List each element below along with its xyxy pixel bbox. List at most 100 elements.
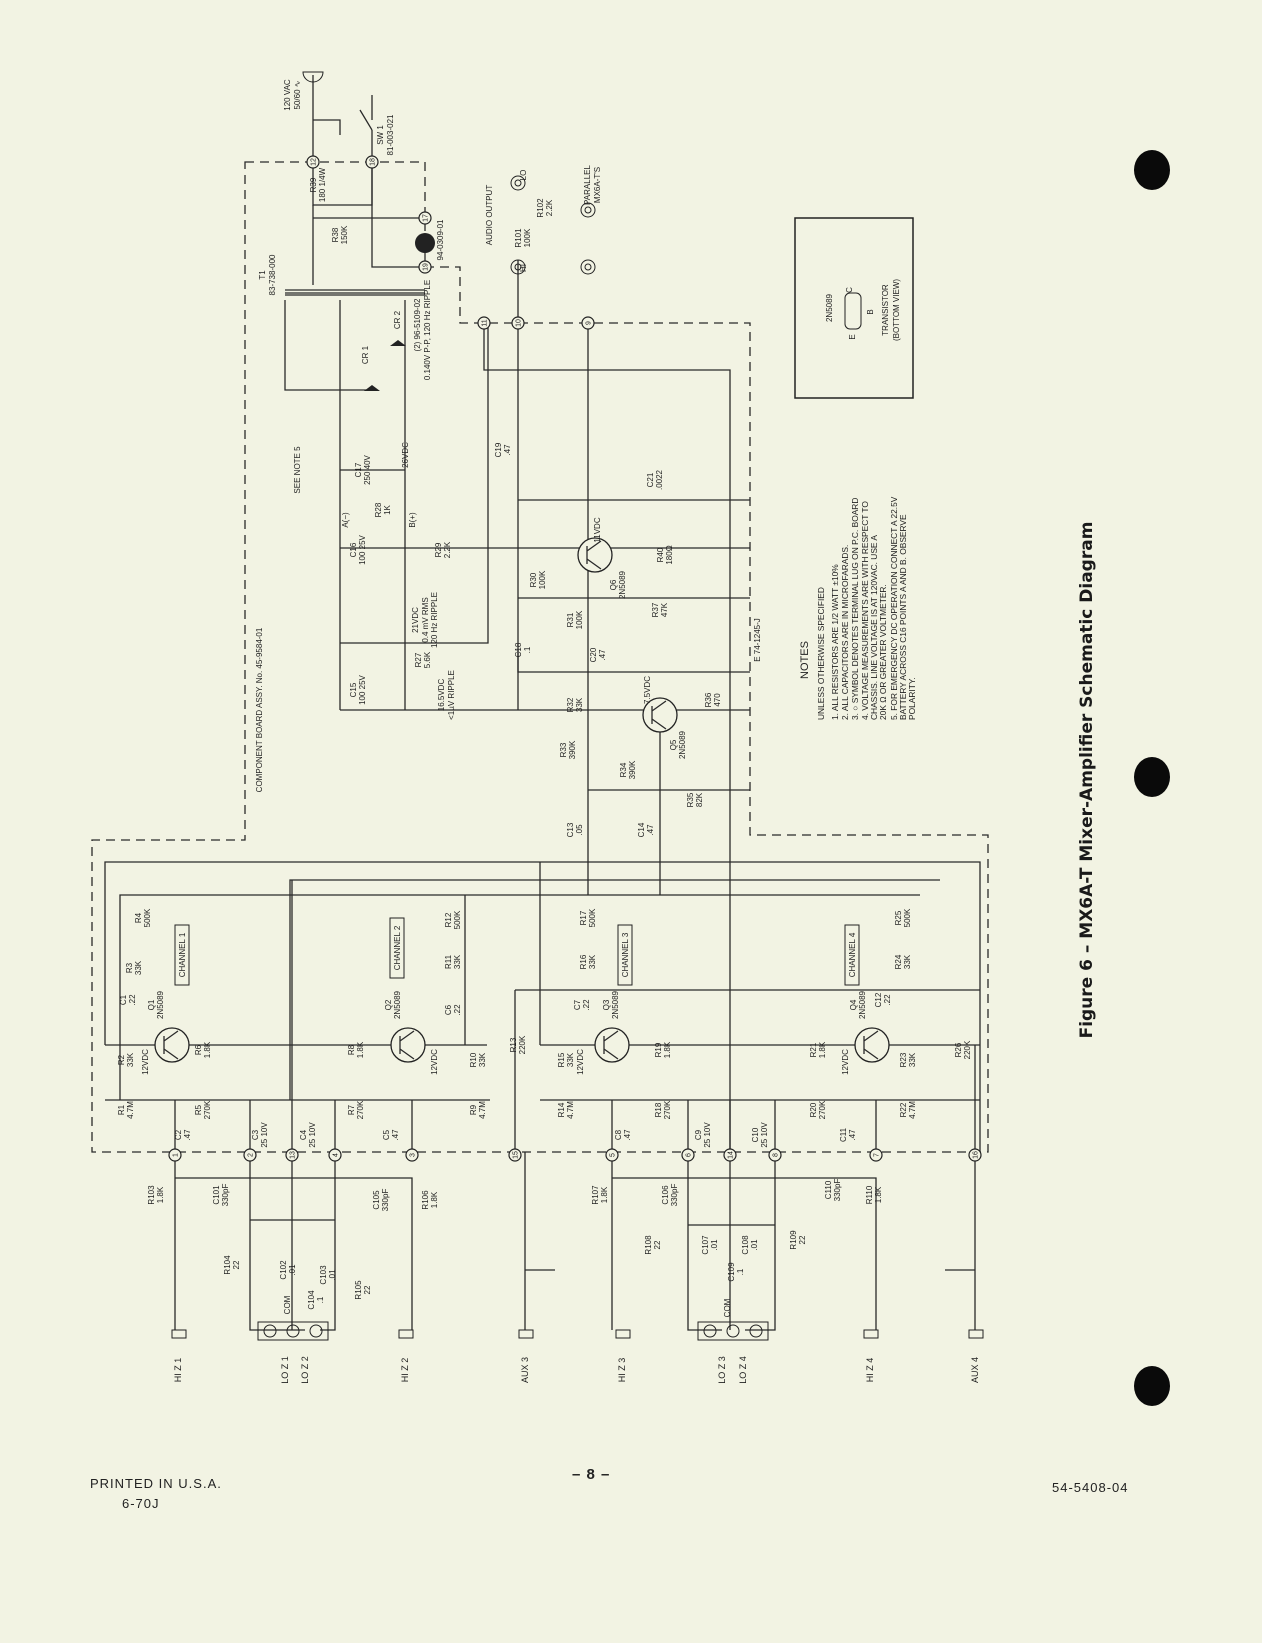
component-ref: R18 — [654, 1102, 663, 1117]
wire — [524, 1152, 976, 1330]
component-value: .47 — [598, 649, 607, 661]
component-ref: R3 — [125, 962, 134, 973]
transistor-symbol — [594, 1027, 630, 1063]
transformer-core — [285, 289, 425, 294]
component-value: .22 — [883, 994, 892, 1006]
component-ref: C3 — [251, 1129, 260, 1140]
com-label: COM — [283, 1295, 292, 1314]
rca-jack-icon — [514, 263, 522, 271]
component-value: 1.8K — [430, 1191, 439, 1208]
annotation-label: 11VDC — [593, 517, 602, 542]
component-value: .0022 — [655, 469, 664, 490]
wire — [174, 880, 413, 1152]
component-ref: R13 — [509, 1037, 518, 1052]
component-value: 1.8K — [663, 1041, 672, 1058]
component-ref: C18 — [514, 642, 523, 657]
phone-jack-icon — [171, 1329, 187, 1339]
terminal-number: 17 — [423, 214, 430, 222]
component-ref: C108 — [741, 1235, 750, 1255]
component-ref: R28 — [374, 502, 383, 517]
component-value: 500K — [588, 908, 597, 927]
channel-box — [389, 917, 405, 979]
transistor-ref: Q4 — [849, 999, 858, 1010]
component-ref: R108 — [644, 1235, 653, 1255]
wire — [611, 1045, 976, 1152]
component-ref: C16 — [349, 542, 358, 557]
input-jack-label: AUX 4 — [970, 1357, 980, 1383]
terminal-lug: 5 — [605, 1148, 619, 1162]
component-value: 270K — [203, 1100, 212, 1119]
component-value: 1.8K — [818, 1041, 827, 1058]
component-value: .01 — [710, 1239, 719, 1251]
component-value: .01 — [288, 1264, 297, 1276]
component-value: 500K — [143, 908, 152, 927]
component-value: 33K — [575, 697, 584, 712]
annotation-label: 94-0309-01 — [436, 219, 445, 260]
component-value: 500K — [453, 910, 462, 929]
component-value: 33K — [566, 1052, 575, 1067]
component-value: 390K — [568, 740, 577, 759]
screw-terminal-icon — [749, 1324, 763, 1338]
component-value: 25 10V — [308, 1122, 317, 1148]
component-value: 150K — [340, 225, 349, 244]
component-ref: R33 — [559, 742, 568, 757]
component-ref: R107 — [591, 1185, 600, 1205]
wire — [284, 294, 425, 391]
annotation-label: 7.5VDC — [643, 676, 652, 704]
note-line: 4. VOLTAGE MEASUREMENTS ARE WITH RESPECT… — [860, 501, 870, 720]
terminal-number: 3 — [410, 1153, 417, 1157]
transistor-symbol — [163, 1030, 179, 1060]
component-value: .01 — [328, 1269, 337, 1281]
component-ref: R37 — [651, 602, 660, 617]
transistor-symbol — [863, 1030, 879, 1060]
component-value: .47 — [623, 1129, 632, 1141]
neon-lamp-icon — [415, 233, 435, 253]
component-ref: C13 — [566, 822, 575, 837]
component-ref: R110 — [865, 1185, 874, 1204]
component-value: 22 — [798, 1235, 807, 1244]
component-value: 270K — [356, 1100, 365, 1119]
wire — [313, 119, 341, 135]
channel-label: CHANNEL 1 — [178, 932, 187, 977]
component-ref: C5 — [382, 1129, 391, 1140]
component-value: 25 10V — [703, 1122, 712, 1148]
component-value: 25 10V — [260, 1122, 269, 1148]
key-caption: TRANSISTOR — [881, 284, 890, 336]
transistor-symbol — [390, 1027, 426, 1063]
note-line: 1. ALL RESISTORS ARE 1/2 WATT ±10% — [830, 564, 840, 720]
transistor-part: 2N5089 — [393, 990, 402, 1019]
terminal-number: 12 — [311, 158, 318, 166]
key-caption-2: (BOTTOM VIEW) — [892, 279, 901, 341]
annotation-label: AUDIO OUTPUT — [485, 185, 494, 246]
component-ref: R31 — [566, 612, 575, 627]
component-ref: R23 — [899, 1052, 908, 1067]
channel-label: CHANNEL 4 — [848, 932, 857, 977]
wire — [339, 300, 406, 710]
component-value: 220K — [518, 1035, 527, 1054]
key-part: 2N5089 — [825, 293, 834, 322]
annotation-label: CR 1 — [361, 345, 370, 364]
component-value: 33K — [478, 1052, 487, 1067]
component-ref: C7 — [573, 999, 582, 1010]
component-ref: C107 — [701, 1235, 710, 1255]
note-line: POLARITY. — [907, 677, 917, 720]
component-ref: C17 — [354, 462, 363, 477]
component-value: 100K — [575, 610, 584, 629]
annotation-label: B(+) — [408, 512, 417, 528]
component-value: 470 — [713, 693, 722, 707]
component-value: .22 — [582, 999, 591, 1011]
key-collector: C — [845, 287, 854, 293]
key-emitter: E — [848, 334, 857, 339]
wire — [359, 95, 373, 131]
input-jack-label: HI Z 2 — [400, 1358, 410, 1383]
input-jack-label: LO Z 2 — [300, 1356, 310, 1384]
input-jack-label: HI Z 4 — [865, 1358, 875, 1383]
phone-jack-icon — [863, 1329, 879, 1339]
terminal-lug: 12 — [306, 155, 320, 169]
component-ref: R8 — [347, 1044, 356, 1055]
note-line: CHASSIS. LINE VOLTAGE IS AT 120VAC. USE … — [869, 535, 879, 720]
component-ref: R15 — [557, 1052, 566, 1067]
annotation-label: <1µV RIPPLE — [447, 670, 456, 720]
transistor-ref: Q6 — [609, 579, 618, 590]
